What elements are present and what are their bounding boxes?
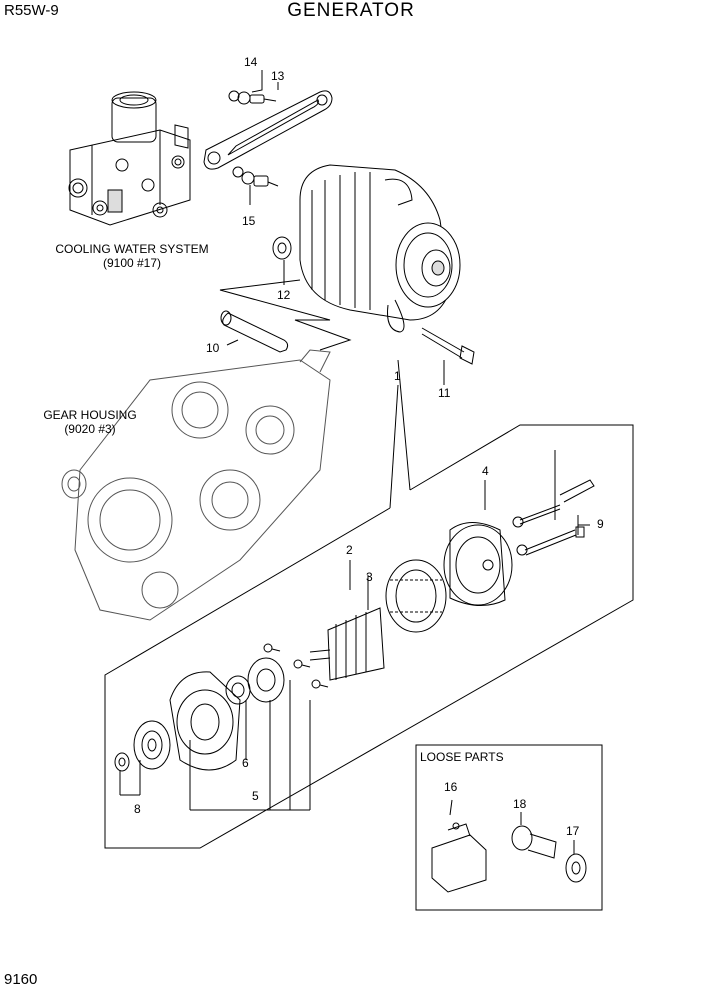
spacer-10-drawing — [220, 310, 289, 353]
callout-8: 8 — [134, 802, 141, 816]
callout-4: 4 — [482, 464, 489, 478]
callout-15: 15 — [242, 214, 256, 228]
callout-1: 1 — [394, 369, 401, 383]
leader-lines — [119, 70, 590, 811]
cooling-water-reference: COOLING WATER SYSTEM (9100 #17) — [52, 242, 212, 270]
bolt-15-drawing — [232, 166, 279, 187]
model-label: R55W-9 — [4, 2, 59, 19]
callout-10: 10 — [206, 341, 220, 355]
callout-5: 5 — [252, 789, 259, 803]
callout-11: 11 — [438, 386, 451, 400]
gear-housing-drawing — [61, 349, 331, 621]
rear-housing-drawing — [169, 671, 241, 771]
page-number: 9160 — [4, 971, 38, 988]
pulley-drawing — [133, 720, 171, 770]
callout-18: 18 — [513, 797, 527, 811]
cooling-ref-line1: COOLING WATER SYSTEM — [55, 242, 209, 256]
nut-12-drawing — [272, 236, 292, 260]
callout-9: 9 — [597, 517, 604, 531]
nut-8-drawing — [114, 752, 130, 772]
cooling-ref-line2: (9100 #17) — [102, 256, 162, 270]
alternator-assembly-drawing — [299, 164, 461, 333]
callout-6: 6 — [242, 756, 249, 770]
loose-parts-title: LOOSE PARTS — [420, 750, 504, 764]
gear-housing-reference: GEAR HOUSING (9020 #3) — [30, 408, 150, 436]
page-title: GENERATOR — [287, 0, 415, 21]
gear-ref-line2: (9020 #3) — [64, 422, 116, 436]
cooling-water-pump-drawing — [68, 91, 191, 226]
small-screws-drawing — [263, 643, 329, 689]
gear-ref-line1: GEAR HOUSING — [43, 408, 137, 422]
relay-16-drawing — [431, 799, 487, 893]
bolt-18-drawing — [511, 812, 557, 859]
callout-12: 12 — [277, 288, 291, 302]
callout-14: 14 — [244, 55, 258, 69]
bolt-9-drawing — [512, 479, 595, 556]
callout-13: 13 — [271, 69, 285, 83]
retainer-plate-drawing — [247, 657, 285, 703]
callout-16: 16 — [444, 780, 458, 794]
callout-17: 17 — [566, 824, 580, 838]
callout-2: 2 — [346, 543, 353, 557]
stator-3-drawing — [385, 559, 447, 633]
bolt-14-drawing — [228, 90, 277, 105]
alternator-bracket-drawing — [203, 90, 333, 170]
exploded-view-frame — [104, 424, 634, 849]
bolt-11-drawing — [421, 327, 475, 365]
callout-3: 3 — [366, 570, 373, 584]
rotor-2-drawing — [309, 607, 385, 681]
loose-parts-frame — [415, 744, 603, 911]
front-housing-drawing — [443, 522, 513, 606]
washer-17-drawing — [565, 840, 587, 883]
